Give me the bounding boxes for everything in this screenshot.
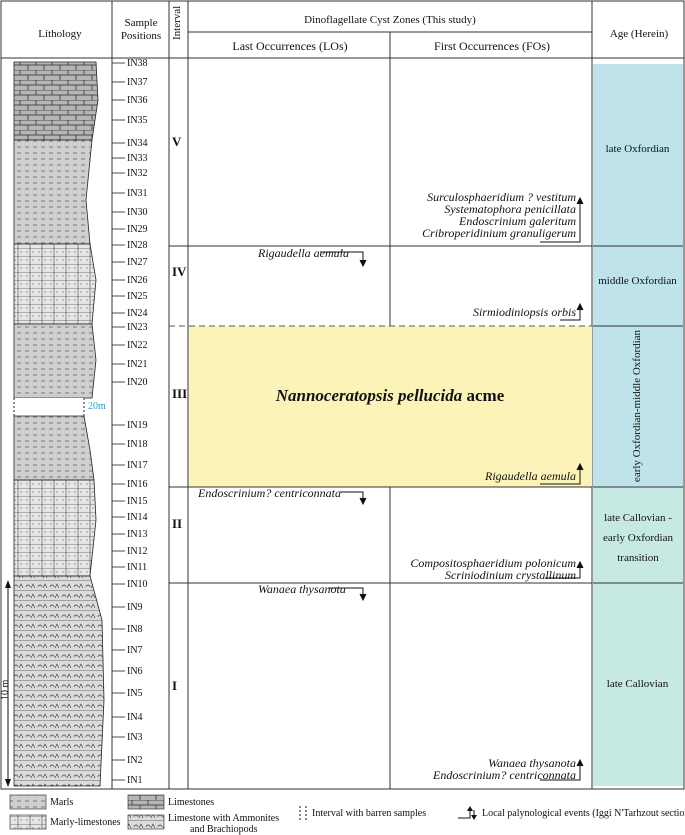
age-i: late Callovian (606, 678, 669, 690)
header-sample-positions: Sample Positions (120, 17, 162, 42)
age-iv: middle Oxfordian (598, 275, 677, 287)
fo-v-4: Cribroperidinium granuligerum (422, 226, 576, 240)
sample-label: IN22 (127, 340, 148, 351)
legend-limestone-ammonites-2: and Brachiopods (190, 824, 258, 835)
scale-bar (5, 580, 11, 787)
scale-label: 10 m (0, 679, 11, 700)
age-v: late Oxfordian (605, 143, 670, 155)
sample-label: IN37 (127, 77, 148, 88)
header-interval: Interval (171, 5, 183, 40)
interval-i: I (172, 678, 178, 693)
sample-ticks (112, 62, 125, 781)
sample-label: IN9 (127, 602, 143, 613)
sample-label: IN4 (127, 712, 143, 723)
sample-label: IN11 (127, 562, 148, 573)
fo-i-1: Wanaea thysanota (488, 756, 576, 770)
sample-label: IN6 (127, 666, 143, 677)
lo-arrows (320, 251, 367, 602)
age-box-ii (593, 487, 683, 583)
legend-limestone-ammonites: Limestone with Ammonites (168, 813, 280, 824)
lo-endoscrinium-centriconnata: Endoscrinium? centriconnata (198, 486, 341, 500)
sample-label: IN31 (127, 188, 148, 199)
sample-label: IN36 (127, 95, 148, 106)
sample-label: IN19 (127, 420, 148, 431)
zone-taxon: Nannoceratopsis pellucida (275, 386, 463, 405)
fo-v-3: Endoscrinium galeritum (459, 214, 576, 228)
lithology-column (13, 61, 105, 787)
fo-arrows (540, 196, 584, 781)
sample-label: IN1 (127, 775, 143, 786)
fo-v-1: Surculosphaeridium ? vestitum (427, 190, 576, 204)
interval-ii: II (172, 516, 183, 531)
legend-marls: Marls (50, 797, 74, 808)
sample-label: IN26 (127, 275, 148, 286)
sample-label: IN28 (127, 240, 148, 251)
sample-label: IN30 (127, 207, 148, 218)
header-lithology: Lithology (38, 28, 82, 40)
legend-limestones: Limestones (168, 797, 215, 808)
sample-label: IN24 (127, 308, 148, 319)
sample-label: IN2 (127, 755, 143, 766)
legend (9, 794, 477, 830)
age-box-v (593, 64, 683, 246)
fo-iii: Rigaudella aemula (485, 469, 576, 483)
sample-label: IN32 (127, 168, 148, 179)
age-ii: late Callovian - early Oxfordian transit… (603, 512, 673, 564)
sample-label: IN12 (127, 546, 148, 557)
age-box-iv (593, 246, 683, 326)
sample-label: IN18 (127, 439, 148, 450)
sample-label: IN14 (127, 512, 148, 523)
zone-suffix: acme (462, 386, 505, 405)
sample-label: IN23 (127, 322, 148, 333)
sample-label: IN33 (127, 153, 148, 164)
gap-label: 20m (88, 401, 106, 412)
sample-label: IN16 (127, 479, 148, 490)
zone-iii-label: Nannoceratopsis pellucida acme (190, 386, 590, 406)
lo-rigaudella-aemula: Rigaudella aemula (258, 246, 349, 260)
header-age: Age (Herein) (609, 28, 669, 40)
fo-ii-2: Scriniodinium crystallinum (445, 568, 576, 582)
sample-label: IN7 (127, 645, 143, 656)
age-box-i (593, 583, 683, 786)
sample-label: IN5 (127, 688, 143, 699)
zone-iii-highlight (189, 326, 592, 487)
interval-iv: IV (172, 264, 187, 279)
sample-label: IN20 (127, 377, 148, 388)
lo-wanaea-thysanota: Wanaea thysanota (258, 582, 346, 596)
legend-barren: Interval with barren samples (312, 808, 427, 819)
sample-label: IN38 (127, 58, 148, 69)
header-fos: First Occurrences (FOs) (434, 39, 550, 53)
fo-v-2: Systematophora penicillata (444, 202, 576, 216)
interval-iii: III (172, 386, 188, 401)
sample-label: IN25 (127, 291, 148, 302)
header-los: Last Occurrences (LOs) (232, 39, 348, 53)
age-box-iii (593, 326, 683, 487)
sample-label: IN35 (127, 115, 148, 126)
legend-marly-limestones: Marly-limestones (50, 817, 121, 828)
sample-label: IN29 (127, 224, 148, 235)
age-iii: early Oxfordian-middle Oxfordian (631, 329, 643, 483)
sample-label: IN15 (127, 496, 148, 507)
fo-iv: Sirmiodiniopsis orbis (472, 305, 576, 319)
header-zones-title: Dinoflagellate Cyst Zones (This study) (304, 14, 476, 26)
fo-i-2: Endoscrinium? centriconnata (433, 768, 576, 782)
sample-label: IN27 (127, 257, 148, 268)
sample-label: IN10 (127, 579, 148, 590)
sample-label: IN8 (127, 624, 143, 635)
sample-label: IN3 (127, 732, 143, 743)
sample-label: IN17 (127, 460, 148, 471)
fo-ii-1: Compositosphaeridium polonicum (410, 556, 576, 570)
legend-local-events: Local palynological events (Iggi N'Tarhz… (482, 808, 685, 819)
sample-label: IN34 (127, 138, 148, 149)
sample-label: IN13 (127, 529, 148, 540)
interval-v: V (172, 134, 182, 149)
sample-label: IN21 (127, 359, 148, 370)
